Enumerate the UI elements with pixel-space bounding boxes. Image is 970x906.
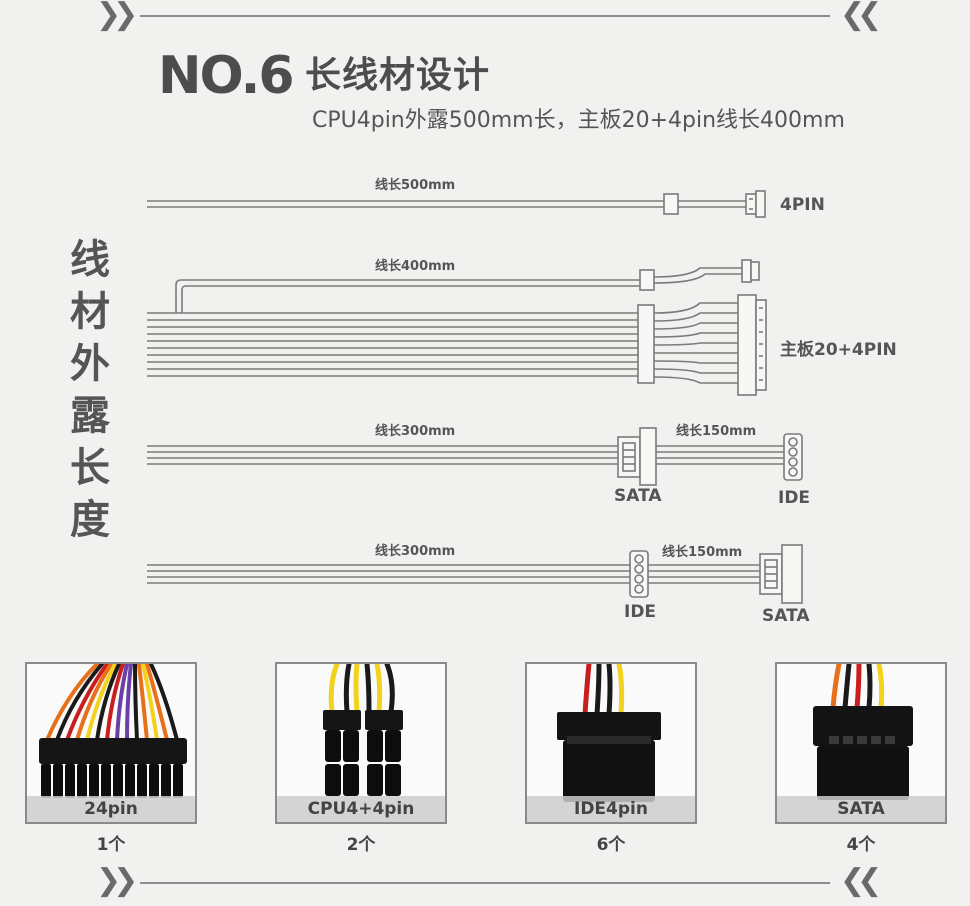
side-title-char: 长 <box>70 445 110 491</box>
connector-label: 主板20+4PIN <box>780 340 897 360</box>
cable-length-label: 线长150mm <box>662 545 743 560</box>
photo-ide4pin: IDE4pin <box>525 662 697 824</box>
side-title: 线 材 外 露 长 度 <box>64 234 116 546</box>
connector-label: 4PIN <box>780 195 825 215</box>
cable-length-label: 线长500mm <box>375 178 456 193</box>
atx-24pin-connector-icon <box>39 664 187 798</box>
top-divider <box>140 15 830 17</box>
photo-caption: SATA <box>777 796 945 822</box>
photo-caption: CPU4+4pin <box>277 796 445 822</box>
photo-count: 2个 <box>346 835 376 855</box>
cable-4pin <box>147 190 766 218</box>
side-title-char: 外 <box>70 341 110 387</box>
connector-label: SATA <box>762 606 810 626</box>
photo-count: 1个 <box>96 835 126 855</box>
cable-length-label: 线长300mm <box>375 544 456 559</box>
side-title-char: 材 <box>70 289 110 335</box>
photo-count: 6个 <box>596 835 626 855</box>
cable-length-label: 线长300mm <box>375 424 456 439</box>
cable-atx-24pin <box>147 259 767 396</box>
photo-sata: SATA <box>775 662 947 824</box>
connector-label: IDE <box>624 602 657 622</box>
ide-molex-connector-icon <box>557 664 661 802</box>
photo-caption: IDE4pin <box>527 796 695 822</box>
side-title-char: 度 <box>70 497 110 543</box>
photo-caption: 24pin <box>27 796 195 822</box>
section-number: NO.6 <box>158 46 295 106</box>
side-title-char: 露 <box>70 393 110 439</box>
cable-length-label: 线长150mm <box>676 424 757 439</box>
cable-sata-ide <box>147 427 803 486</box>
sata-connector-icon <box>813 664 913 800</box>
photo-count: 4个 <box>846 835 876 855</box>
connector-label: IDE <box>778 488 811 508</box>
section-subtitle: CPU4pin外露500mm长，主板20+4pin线长400mm <box>312 108 845 133</box>
cable-length-label: 线长400mm <box>375 259 456 274</box>
bottom-divider <box>140 882 830 884</box>
side-title-char: 线 <box>70 237 110 283</box>
cable-ide-sata <box>147 544 803 604</box>
photo-24pin: 24pin <box>25 662 197 824</box>
connector-label: SATA <box>614 486 662 506</box>
photo-cpu-4-4pin: CPU4+4pin <box>275 662 447 824</box>
cpu-8pin-connector-icon <box>323 664 403 796</box>
section-title: 长线材设计 <box>305 55 491 96</box>
